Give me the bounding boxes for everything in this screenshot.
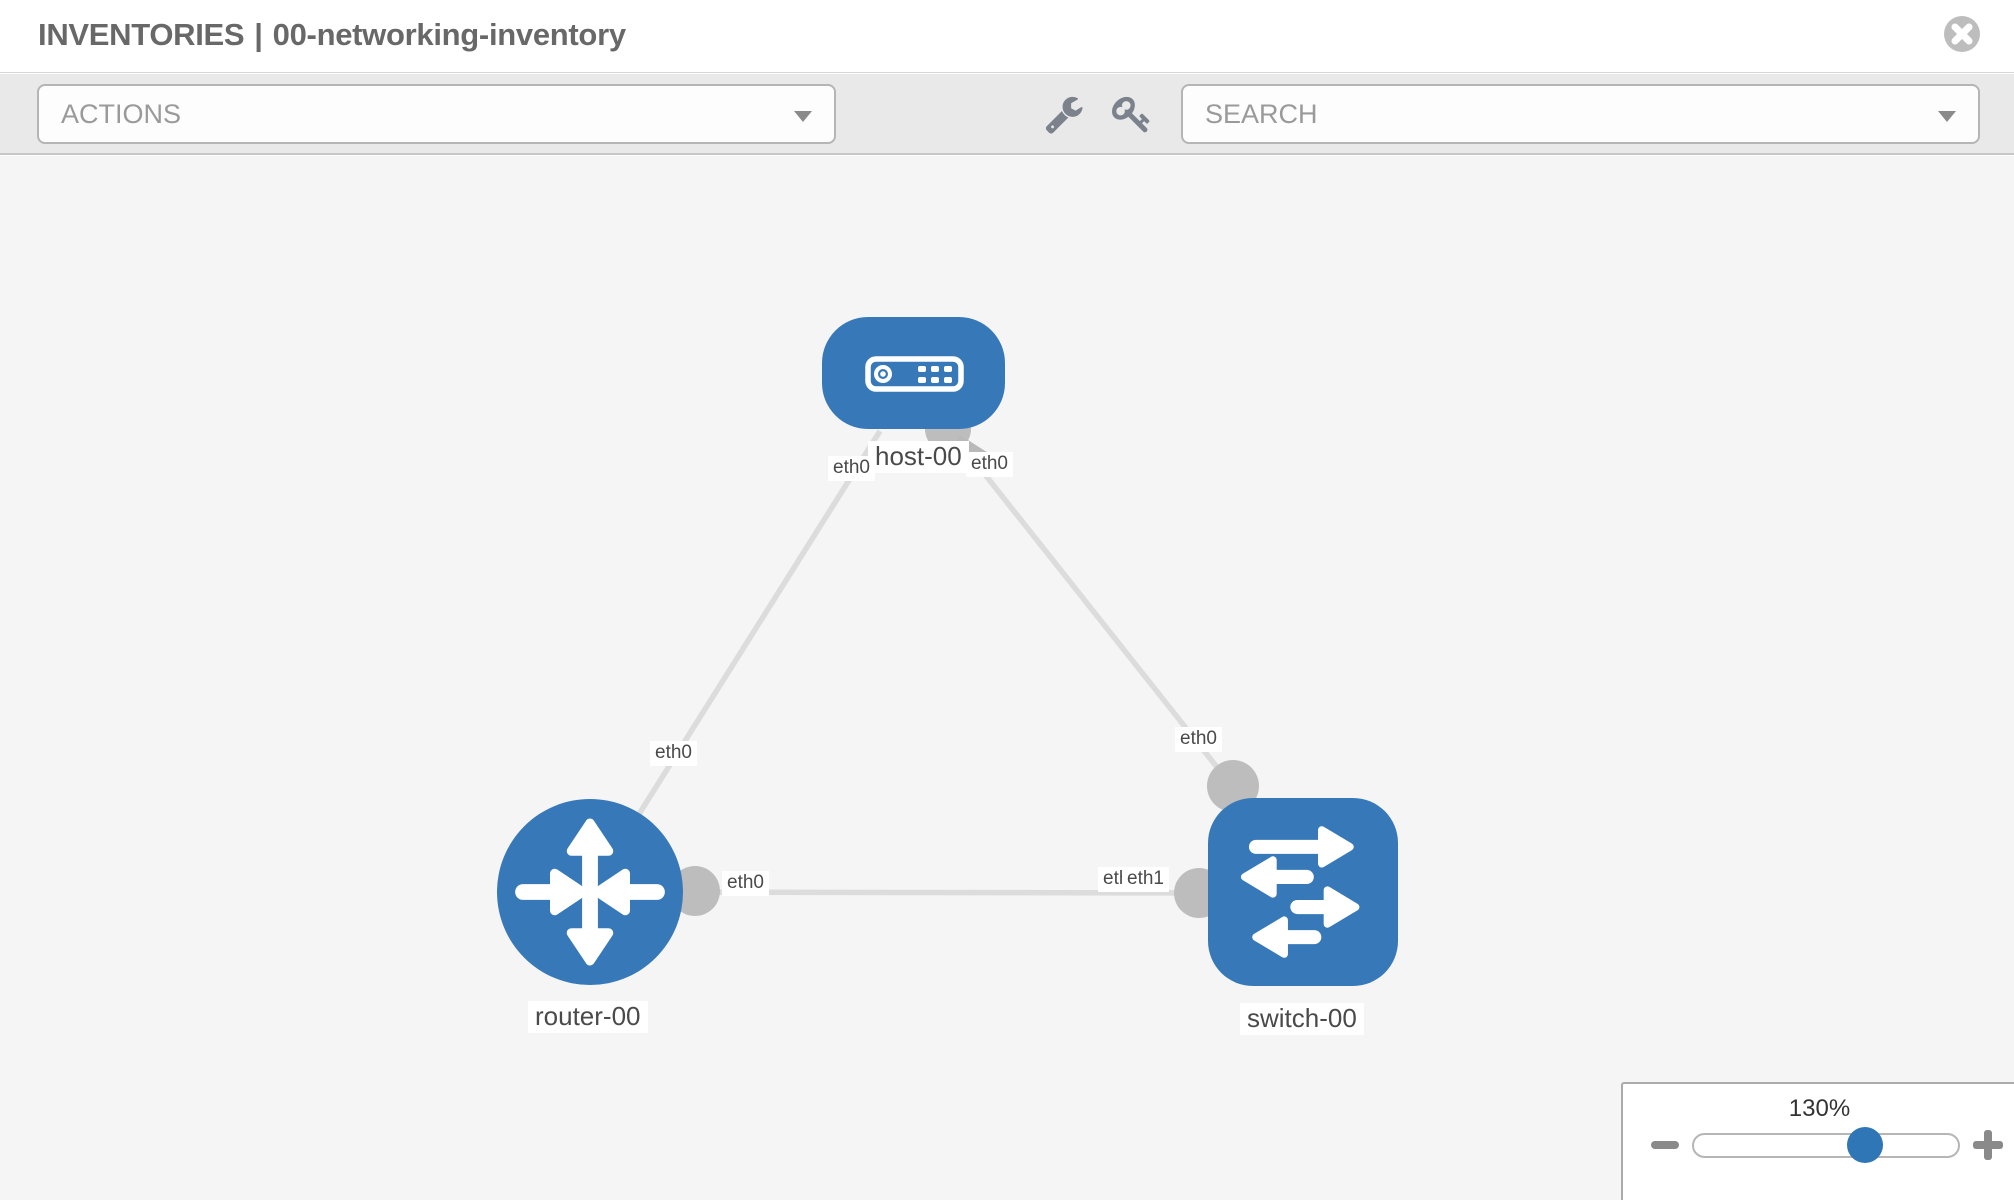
topology-canvas[interactable]: host-00 router-00 switch-00 eth0 eth0 et… — [0, 156, 2014, 1200]
toolbar: ACTIONS SEARCH — [0, 74, 2014, 155]
interface-label-router-eth0-horizontal: eth0 — [722, 871, 769, 896]
zoom-slider-track[interactable] — [1692, 1133, 1960, 1158]
interface-label-host-eth0-right: eth0 — [966, 452, 1013, 477]
key-icon — [1112, 96, 1150, 133]
wrench-icon — [1045, 96, 1083, 134]
node-label-host: host-00 — [868, 441, 969, 473]
minus-icon — [1651, 1141, 1679, 1149]
link-host-switch — [949, 431, 1269, 831]
header-bar: INVENTORIES | 00-networking-inventory — [0, 0, 2014, 73]
actions-dropdown-label: ACTIONS — [61, 98, 182, 129]
interface-label-router-eth0-diagonal: eth0 — [650, 741, 697, 766]
close-button[interactable] — [1942, 14, 1982, 54]
plus-icon — [1973, 1130, 2003, 1160]
node-label-switch: switch-00 — [1240, 1003, 1364, 1035]
links-layer — [587, 406, 1269, 918]
configure-button[interactable] — [1044, 94, 1084, 134]
zoom-slider-thumb[interactable] — [1847, 1127, 1883, 1163]
search-placeholder: SEARCH — [1205, 98, 1318, 129]
x-circle-icon — [1944, 16, 1980, 52]
interface-label-host-eth0-left: eth0 — [828, 456, 875, 481]
zoom-in-button[interactable] — [1973, 1130, 2003, 1160]
interface-label-switch-eth1: eth1 — [1122, 867, 1169, 892]
node-switch-00[interactable] — [1208, 798, 1398, 986]
page-title: INVENTORIES | 00-networking-inventory — [38, 17, 626, 53]
server-icon — [865, 356, 964, 392]
interface-point-router — [670, 866, 720, 916]
zoom-control-panel: 130% — [1621, 1082, 2014, 1200]
zoom-out-button[interactable] — [1651, 1135, 1679, 1155]
switch-arrows-icon — [1240, 826, 1360, 958]
breadcrumb-section: INVENTORIES — [38, 17, 245, 52]
title-separator: | — [254, 17, 263, 52]
actions-dropdown[interactable]: ACTIONS — [37, 84, 836, 144]
node-label-router: router-00 — [528, 1001, 648, 1033]
interface-label-switch-eth0-diagonal: eth0 — [1175, 727, 1222, 752]
search-dropdown[interactable]: SEARCH — [1181, 84, 1980, 144]
router-arrows-icon — [515, 818, 665, 966]
chevron-down-icon — [1938, 111, 1956, 122]
zoom-percent-value: 130% — [1788, 1095, 1851, 1122]
credentials-button[interactable] — [1112, 94, 1152, 134]
chevron-down-icon — [794, 111, 812, 122]
node-router-00[interactable] — [497, 799, 683, 985]
node-host-00[interactable] — [822, 317, 1005, 429]
inventory-name: 00-networking-inventory — [272, 17, 626, 52]
